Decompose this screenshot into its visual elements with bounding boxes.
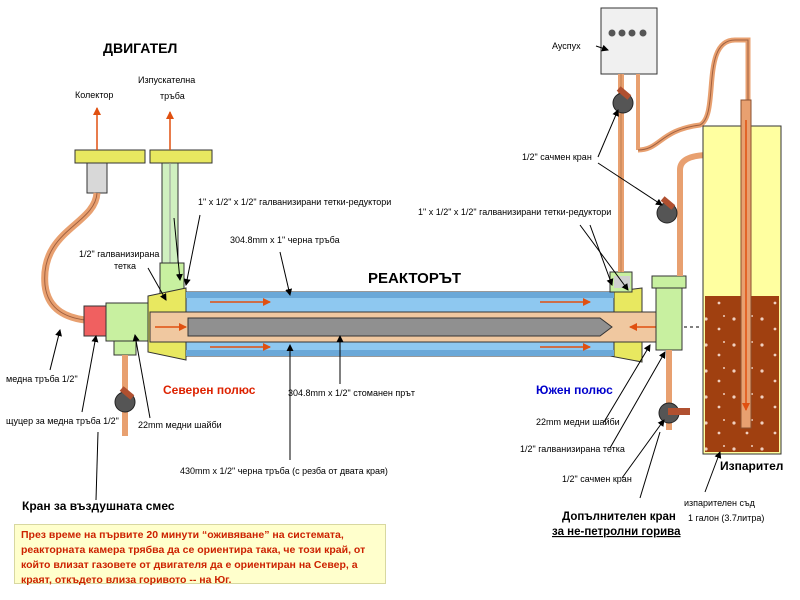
- label-galv-tee-right: 1/2" галванизирана тетка: [520, 444, 625, 454]
- label-black-pipe-1in: 304.8mm x 1" черна тръба: [230, 235, 340, 245]
- label-south-pole: Южен полюс: [536, 383, 613, 397]
- label-black-pipe-430: 430mm x 1/2" черна тръба (с резба от два…: [180, 466, 388, 476]
- label-steel-rod: 304.8mm x 1/2" стоманен прът: [288, 388, 415, 398]
- collector-flange: [74, 149, 146, 164]
- diagram-title: ДВИГАТЕЛ: [103, 40, 177, 56]
- exhaust-pipe-flange: [149, 149, 213, 164]
- label-reducer-tees-right: 1" x 1/2" x 1/2" галванизирани тетки-ред…: [418, 207, 611, 217]
- collector-stub: [86, 162, 108, 194]
- label-reducer-tees-left: 1" x 1/2" x 1/2" галванизирани тетки-ред…: [198, 197, 391, 207]
- label-vessel-2: 1 галон (3.7литра): [688, 513, 764, 523]
- inlet-tee-down: [113, 340, 137, 356]
- label-aux-valve-2: за не-петролни горива: [552, 526, 681, 538]
- galv-tee-right-top: [651, 275, 687, 289]
- orientation-note: През време на първите 20 минути “оживява…: [14, 524, 386, 586]
- label-galv-tee-left-2: тетка: [114, 261, 136, 271]
- label-galv-tee-left-1: 1/2" галванизирана: [79, 249, 159, 259]
- copper-fitting: [83, 305, 107, 337]
- label-evaporator: Изпарител: [720, 459, 783, 473]
- exhaust-box: [600, 7, 658, 75]
- label-aux-valve-1: Допълнителен кран: [562, 511, 676, 523]
- label-copper-fitting: щуцер за медна тръба 1/2": [6, 416, 119, 426]
- label-exhaust: Ауспух: [552, 41, 581, 51]
- label-valve-top: 1/2" сачмен кран: [522, 152, 592, 162]
- label-exhaust-pipe-2: тръба: [160, 91, 185, 101]
- label-collector: Колектор: [75, 90, 113, 100]
- steel-rod: [187, 317, 613, 337]
- galv-tee-right: [655, 277, 683, 351]
- label-washers-right: 22mm медни шайби: [536, 417, 620, 427]
- label-vessel-1: изпарителен съд: [684, 498, 756, 508]
- label-air-valve: Кран за въздушната смес: [22, 499, 175, 513]
- inlet-tee-left: [105, 302, 149, 342]
- label-washers-left: 22mm медни шайби: [138, 420, 222, 430]
- label-exhaust-pipe-1: Изпускателна: [138, 75, 195, 85]
- label-copper-tube: медна тръба 1/2": [6, 374, 78, 384]
- label-north-pole: Северен полюс: [163, 383, 256, 397]
- label-valve-bottom: 1/2" сачмен кран: [562, 474, 632, 484]
- label-reactor: РЕАКТОРЪТ: [368, 270, 461, 287]
